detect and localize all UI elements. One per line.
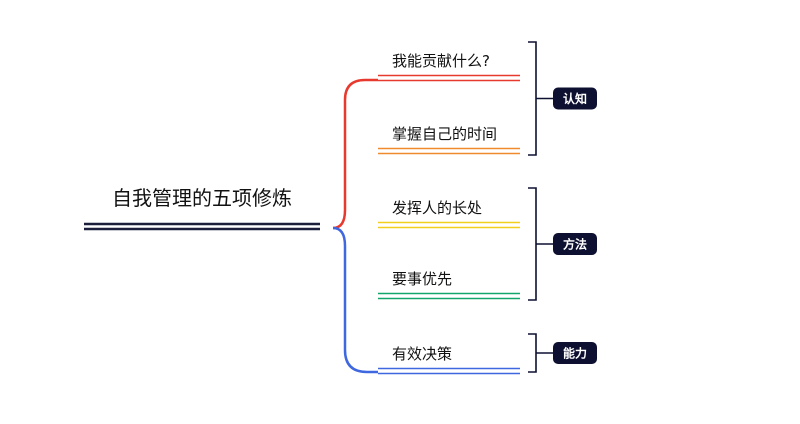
summary-tag-label: 认知 [563, 91, 587, 106]
summary-tag [553, 342, 597, 364]
summary-group[interactable]: 认知 [528, 41, 597, 156]
branch-label: 有效决策 [392, 345, 452, 363]
summary-group[interactable]: 能力 [528, 333, 597, 373]
summary-bracket [528, 41, 553, 156]
summary-tag-label: 能力 [563, 346, 587, 361]
summary-tag [553, 233, 597, 255]
summary-tag [553, 87, 597, 110]
branch-label: 发挥人的长处 [392, 199, 482, 217]
branch-node[interactable]: 发挥人的长处 [378, 199, 520, 229]
connector-lower [332, 226, 378, 374]
branch-node[interactable]: 我能贡献什么? [378, 52, 520, 82]
summary-group[interactable]: 方法 [528, 187, 597, 301]
branch-label: 要事优先 [392, 270, 452, 288]
branch-node[interactable]: 有效决策 [378, 345, 520, 375]
root-node[interactable]: 自我管理的五项修炼 [84, 186, 320, 231]
connector-upper [332, 78, 378, 230]
branch-node[interactable]: 掌握自己的时间 [378, 125, 520, 155]
branch-label: 我能贡献什么? [392, 52, 490, 70]
summary-bracket [528, 333, 553, 373]
branch-connectors [332, 78, 378, 374]
summary-bracket [528, 187, 553, 301]
branch-node[interactable]: 要事优先 [378, 270, 520, 300]
branch-label: 掌握自己的时间 [392, 125, 497, 143]
summary-tag-label: 方法 [563, 237, 587, 252]
root-title: 自我管理的五项修炼 [112, 186, 292, 210]
